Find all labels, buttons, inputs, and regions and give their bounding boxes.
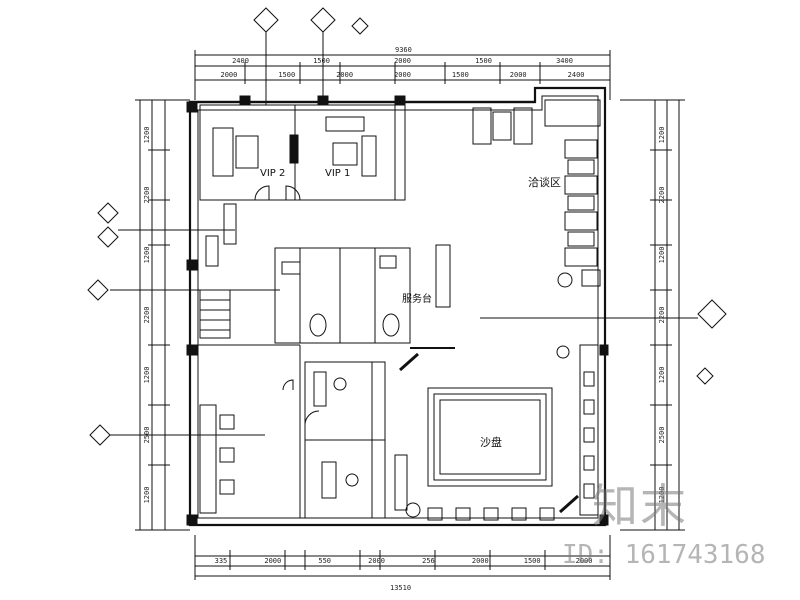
left-stair xyxy=(199,203,237,339)
dim-bottom-row1: 335 2000 550 2000 256 2000 1500 2000 xyxy=(215,557,593,565)
dim-bottom-row1-value: 256 xyxy=(422,557,435,565)
dim-left-value: 1200 xyxy=(143,127,151,144)
room-label-vip1: VIP 1 xyxy=(325,168,350,179)
negotiation-area-furniture xyxy=(472,99,601,288)
room-label-service: 服务台 xyxy=(402,292,432,305)
dim-top-row2-value: 2000 xyxy=(220,71,237,79)
structural-columns xyxy=(186,95,609,526)
dim-left-value: 1200 xyxy=(143,247,151,264)
dim-right-value: 1200 xyxy=(658,367,666,384)
dim-top-row2-value: 2000 xyxy=(394,71,411,79)
lower-left-office xyxy=(198,344,301,518)
dim-top-row2-value: 2400 xyxy=(568,71,585,79)
dim-left-value: 1200 xyxy=(143,487,151,504)
vip-rooms xyxy=(199,104,406,201)
dim-bottom-row1-value: 1500 xyxy=(524,557,541,565)
dim-top-row2-value: 2000 xyxy=(510,71,527,79)
dim-top-row1-value: 1500 xyxy=(475,57,492,65)
dim-left-side: 1200 2200 1200 2200 1200 2500 1200 xyxy=(143,127,151,504)
section-markers xyxy=(87,7,727,446)
bottom-dimension-lines xyxy=(194,535,611,580)
dim-bottom-row1-value: 2000 xyxy=(472,557,489,565)
service-core xyxy=(274,244,455,349)
dim-top-row1: 2400 1500 2000 1500 3400 xyxy=(232,57,573,65)
dim-right-value: 1200 xyxy=(658,247,666,264)
dim-top-row1-value: 1500 xyxy=(313,57,330,65)
dim-top-row1-value: 2400 xyxy=(232,57,249,65)
dim-left-value: 2200 xyxy=(143,187,151,204)
sand-table xyxy=(394,344,599,521)
top-dimension-lines xyxy=(194,50,611,100)
dim-right-value: 1200 xyxy=(658,127,666,144)
right-dimension-lines xyxy=(620,99,685,531)
dim-top-row2-value: 2000 xyxy=(336,71,353,79)
left-dimension-lines xyxy=(135,99,190,531)
dim-top-row2-value: 1500 xyxy=(278,71,295,79)
small-offices xyxy=(304,361,386,519)
dim-right-value: 2200 xyxy=(658,187,666,204)
dim-top-row1-value: 2000 xyxy=(394,57,411,65)
dim-top-total: 9360 xyxy=(395,46,412,54)
room-label-negotiation: 洽谈区 xyxy=(528,176,561,189)
dim-bottom-row1-value: 2000 xyxy=(368,557,385,565)
dim-right-value: 2500 xyxy=(658,427,666,444)
room-label-sandtable: 沙盘 xyxy=(480,435,502,449)
dim-bottom-total: 13510 xyxy=(390,584,411,592)
watermark-logo: 知末 xyxy=(592,479,688,533)
dim-top-row2: 2000 1500 2000 2000 1500 2000 2400 xyxy=(220,71,584,79)
dim-top-row2-value: 1500 xyxy=(452,71,469,79)
dim-top-row1-value: 3400 xyxy=(556,57,573,65)
dim-left-value: 1200 xyxy=(143,367,151,384)
watermark-id: ID: 161743168 xyxy=(562,540,766,570)
dim-right-value: 2200 xyxy=(658,307,666,324)
dim-left-value: 2500 xyxy=(143,427,151,444)
dim-bottom-row1-value: 2000 xyxy=(264,557,281,565)
dim-bottom-row1-value: 335 xyxy=(215,557,228,565)
dim-right-side: 1200 2200 1200 2200 1200 2500 1200 xyxy=(658,127,666,504)
dim-bottom-row1-value: 2000 xyxy=(576,557,593,565)
room-label-vip2: VIP 2 xyxy=(260,168,285,179)
dim-left-value: 2200 xyxy=(143,307,151,324)
dim-right-value: 1200 xyxy=(658,487,666,504)
dim-bottom-row1-value: 550 xyxy=(318,557,331,565)
outer-walls xyxy=(188,86,607,527)
